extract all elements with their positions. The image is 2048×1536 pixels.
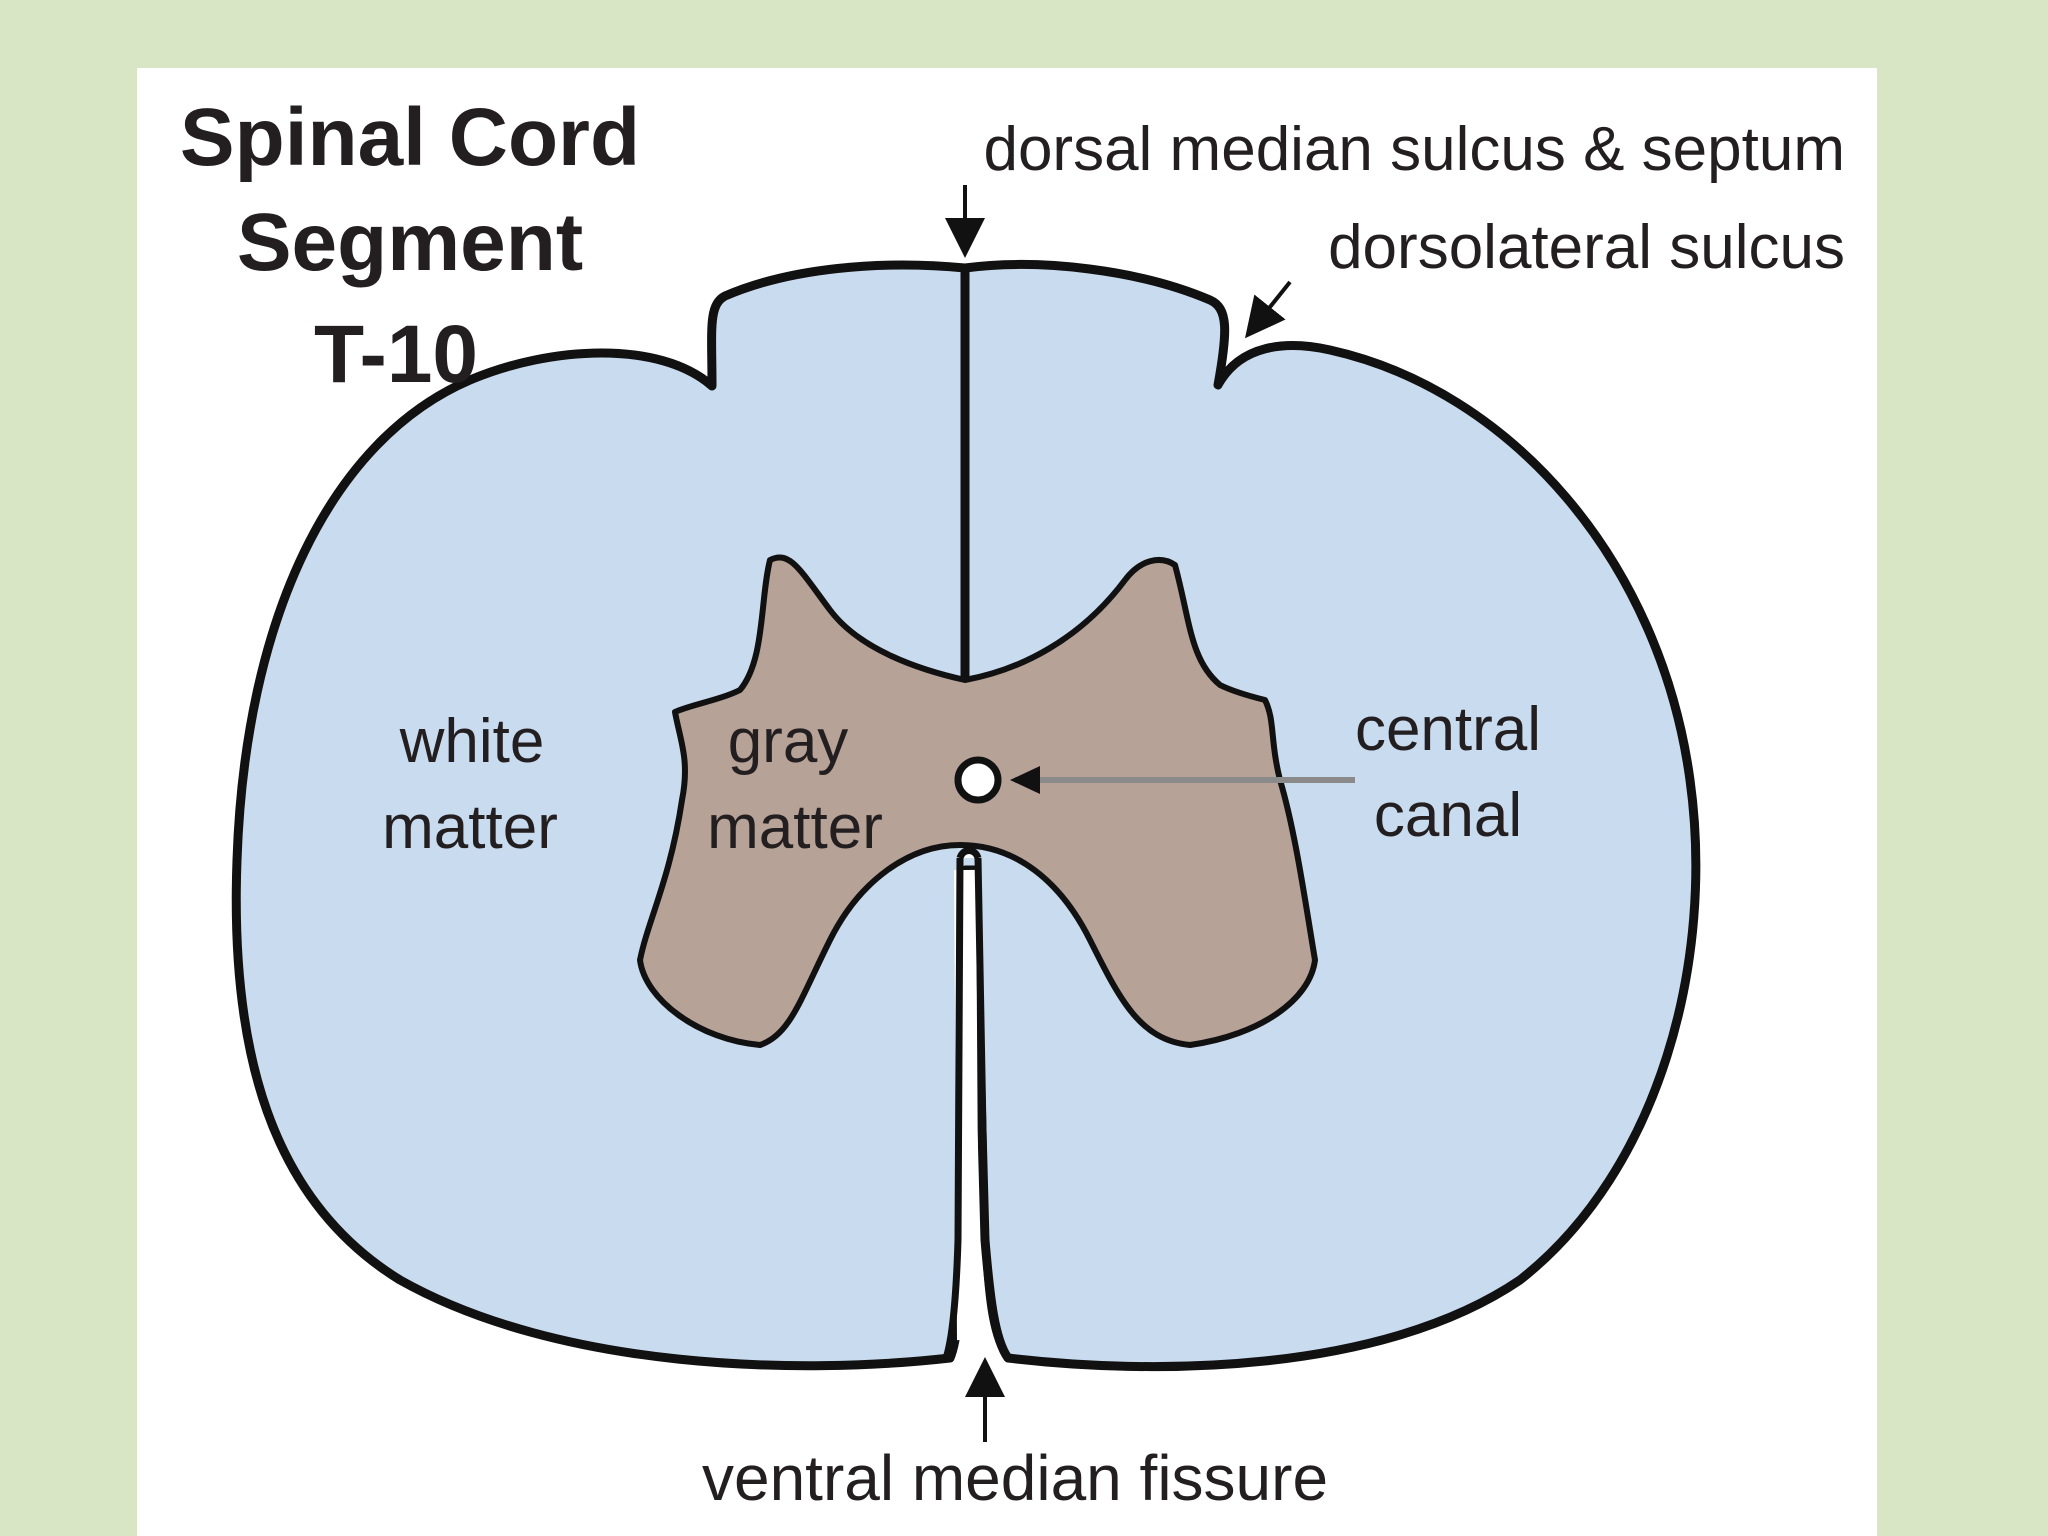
label-gray-matter-line1: gray <box>728 707 849 776</box>
ventral-fissure-top <box>956 847 982 860</box>
ventral-fissure-right-edge <box>974 857 1011 1361</box>
label-central-canal-line2: canal <box>1374 781 1522 850</box>
central-canal <box>954 756 1002 804</box>
label-ventral-median-fissure: ventral median fissure <box>702 1442 1328 1514</box>
diagram-title-line2: Segment <box>237 197 583 288</box>
ventral-fissure-left-edge <box>942 857 964 1360</box>
ventral-median-fissure <box>954 869 979 1341</box>
label-white-matter-line1: white <box>399 707 545 776</box>
central-canal-arrowhead-icon <box>1010 766 1040 794</box>
label-dorsolateral-sulcus: dorsolateral sulcus <box>1328 213 1845 282</box>
label-dorsal-median-sulcus: dorsal median sulcus & septum <box>983 115 1845 184</box>
diagram-title-line3: T-10 <box>314 309 478 400</box>
label-gray-matter-line2: matter <box>707 793 883 862</box>
diagram-title-line1: Spinal Cord <box>180 92 640 183</box>
label-white-matter-line2: matter <box>382 793 558 862</box>
dorsolateral-pointer <box>1245 280 1292 339</box>
label-central-canal-line1: central <box>1355 695 1541 764</box>
